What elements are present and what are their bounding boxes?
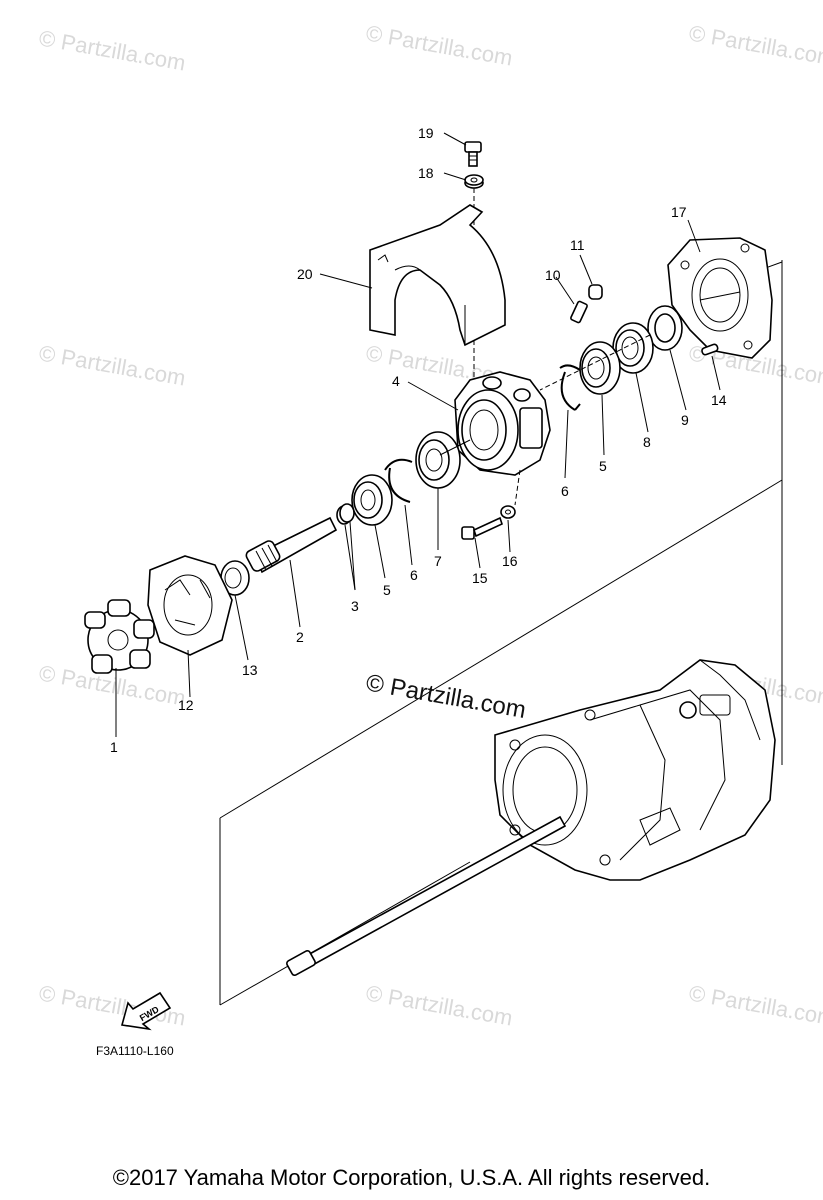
part-19-bolt bbox=[464, 141, 482, 167]
callout-6-right: 6 bbox=[561, 483, 569, 499]
part-16-washer bbox=[500, 505, 516, 519]
leader-lines bbox=[115, 132, 721, 737]
axis-main-mid bbox=[439, 439, 471, 456]
watermark-br: © Partzilla.com bbox=[687, 980, 823, 1030]
callout-17: 17 bbox=[671, 204, 687, 220]
part-10-fitting bbox=[570, 300, 588, 324]
axis-main-right bbox=[539, 334, 651, 391]
part-7-bearing bbox=[415, 431, 461, 489]
drive-shaft bbox=[286, 815, 567, 977]
callout-18: 18 bbox=[418, 165, 434, 181]
part-4-main-housing bbox=[454, 371, 551, 476]
watermark-tr: © Partzilla.com bbox=[687, 20, 823, 70]
axis-16 bbox=[514, 469, 521, 506]
callout-7: 7 bbox=[434, 553, 442, 569]
jet-pump-body bbox=[494, 659, 776, 881]
part-9-seal bbox=[647, 305, 683, 351]
part-17-housing bbox=[667, 237, 773, 359]
part-15-bolt bbox=[461, 516, 503, 540]
callout-16: 16 bbox=[502, 553, 518, 569]
part-5-bearing-right bbox=[579, 341, 621, 395]
part-18-collar bbox=[464, 174, 484, 189]
diagram-code: F3A1110-L160 bbox=[96, 1044, 174, 1058]
copyright-notice: ©2017 Yamaha Motor Corporation, U.S.A. A… bbox=[112, 1165, 711, 1190]
callout-20: 20 bbox=[297, 266, 313, 282]
part-1-damper bbox=[84, 599, 155, 674]
callout-9: 9 bbox=[681, 412, 689, 428]
watermark-tl: © Partzilla.com bbox=[37, 25, 187, 75]
part-2-shaft bbox=[245, 516, 338, 574]
frame-bottom bbox=[219, 861, 471, 1006]
callout-3: 3 bbox=[351, 598, 359, 614]
callout-13: 13 bbox=[242, 662, 258, 678]
frame-diagonal bbox=[219, 479, 783, 819]
callout-4: 4 bbox=[392, 373, 400, 389]
callout-10: 10 bbox=[545, 267, 561, 283]
callout-1: 1 bbox=[110, 739, 118, 755]
part-6-circlip-right bbox=[559, 364, 581, 411]
callout-8: 8 bbox=[643, 434, 651, 450]
part-3-seals bbox=[336, 503, 355, 525]
watermark-bc: © Partzilla.com bbox=[364, 980, 514, 1030]
callout-labels: 1 2 3 4 5 5 6 6 7 8 9 10 11 12 13 14 15 … bbox=[110, 125, 727, 755]
callout-2: 2 bbox=[296, 629, 304, 645]
watermark-ml: © Partzilla.com bbox=[37, 340, 187, 390]
callout-12: 12 bbox=[178, 697, 194, 713]
callout-14: 14 bbox=[711, 392, 727, 408]
part-11-cap bbox=[588, 284, 603, 300]
assembly-frame bbox=[219, 260, 783, 1006]
center-watermark: © Partzilla.com bbox=[364, 669, 528, 724]
part-5-bearing-left bbox=[351, 474, 393, 526]
callout-19: 19 bbox=[418, 125, 434, 141]
part-20-cover bbox=[369, 204, 506, 347]
part-12-coupling bbox=[147, 555, 233, 656]
callout-11: 11 bbox=[570, 237, 585, 253]
callout-15: 15 bbox=[472, 570, 488, 586]
callout-6-left: 6 bbox=[410, 567, 418, 583]
part-6-circlip-left bbox=[384, 458, 413, 503]
callout-5-right: 5 bbox=[599, 458, 607, 474]
part-14-pin bbox=[701, 343, 719, 356]
watermark-tc: © Partzilla.com bbox=[364, 20, 514, 70]
callout-5-left: 5 bbox=[383, 582, 391, 598]
